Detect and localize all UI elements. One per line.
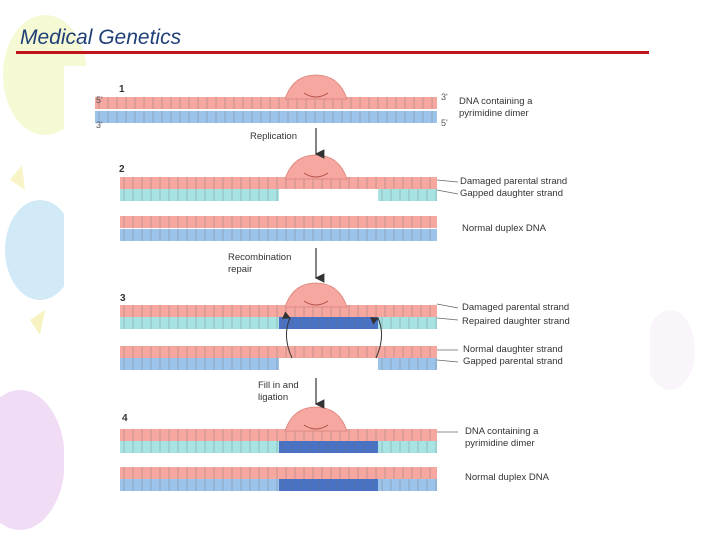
step1-label-line1: DNA containing a bbox=[459, 96, 533, 107]
five-prime-right-label: 5' bbox=[441, 118, 448, 128]
step4-dimer-parental-seg-0 bbox=[120, 429, 437, 441]
recombination-label: Recombination bbox=[228, 252, 292, 263]
step3-damaged-parental-seg-0 bbox=[120, 305, 437, 317]
step1-complement-seg-0 bbox=[95, 111, 437, 123]
step4-normal-bottom-seg-0 bbox=[120, 479, 279, 491]
step3-repaired-daughter-seg-0 bbox=[120, 317, 279, 329]
ligation-label: ligation bbox=[258, 392, 289, 403]
step4-normal-bottom-seg-2 bbox=[378, 479, 437, 491]
step4-label-line1: DNA containing a bbox=[465, 426, 539, 437]
step2-normal-bottom-seg-0 bbox=[120, 229, 437, 241]
step2-gapped-daughter-seg-0 bbox=[120, 189, 279, 201]
step3-gapped-parental-seg-0 bbox=[120, 358, 279, 370]
step2-gapped-daughter-seg-1 bbox=[378, 189, 437, 201]
exchange-arrow-right bbox=[369, 317, 382, 359]
slide-title: Medical Genetics bbox=[20, 26, 182, 49]
three-prime-right-label: 3' bbox=[441, 92, 448, 102]
step3-damaged-parental-label: Damaged parental strand bbox=[462, 302, 570, 313]
step4-daughter-seg-0 bbox=[120, 441, 279, 453]
step4-daughter-seg-2 bbox=[378, 441, 437, 453]
step4-daughter-seg-1 bbox=[279, 441, 378, 453]
step2-damaged-parental-label: Damaged parental strand bbox=[460, 176, 568, 187]
five-prime-left-label: 5' bbox=[96, 95, 103, 105]
three-prime-left-label: 3' bbox=[96, 120, 103, 130]
step3-repaired-daughter-label: Repaired daughter strand bbox=[462, 316, 570, 327]
step3-repaired-daughter-seg-2 bbox=[378, 317, 437, 329]
step2-gapped-daughter-label: Gapped daughter strand bbox=[460, 188, 563, 199]
step1-label-line2: pyrimidine dimer bbox=[459, 108, 529, 119]
step2-normal-duplex-label: Normal duplex DNA bbox=[462, 223, 546, 234]
step3-dimer bbox=[284, 282, 348, 308]
step2-dimer bbox=[284, 154, 348, 180]
step3-repaired-daughter-seg-1 bbox=[279, 317, 378, 329]
step3-gapped-parental-seg-1 bbox=[378, 358, 437, 370]
step-number-2: 2 bbox=[119, 164, 125, 175]
replication-label: Replication bbox=[250, 131, 297, 142]
step2-damaged-parental-seg-0 bbox=[120, 177, 437, 189]
step-number-4: 4 bbox=[122, 413, 128, 424]
step-number-3: 3 bbox=[120, 293, 126, 304]
step4-normal-top-seg-0 bbox=[120, 467, 437, 479]
title-underline bbox=[16, 51, 649, 54]
step2-normal-top-seg-0 bbox=[120, 216, 437, 228]
fill-in-label: Fill in and bbox=[258, 380, 299, 391]
step3-normal-daughter-seg-0 bbox=[120, 346, 437, 358]
step4-label-line2: pyrimidine dimer bbox=[465, 438, 535, 449]
step3-normal-daughter-label: Normal daughter strand bbox=[463, 344, 563, 355]
step4-normal-bottom-seg-1 bbox=[279, 479, 378, 491]
step1-dimer bbox=[284, 74, 348, 100]
step-number-1: 1 bbox=[119, 84, 125, 95]
step4-normal-duplex-label: Normal duplex DNA bbox=[465, 472, 549, 483]
step4-dimer bbox=[284, 406, 348, 432]
recombination-repair-diagram bbox=[95, 74, 459, 491]
repair-label: repair bbox=[228, 264, 253, 275]
step3-gapped-parental-label: Gapped parental strand bbox=[463, 356, 563, 367]
step1-parental-seg-0 bbox=[95, 97, 437, 109]
exchange-arrow-left bbox=[281, 311, 293, 359]
